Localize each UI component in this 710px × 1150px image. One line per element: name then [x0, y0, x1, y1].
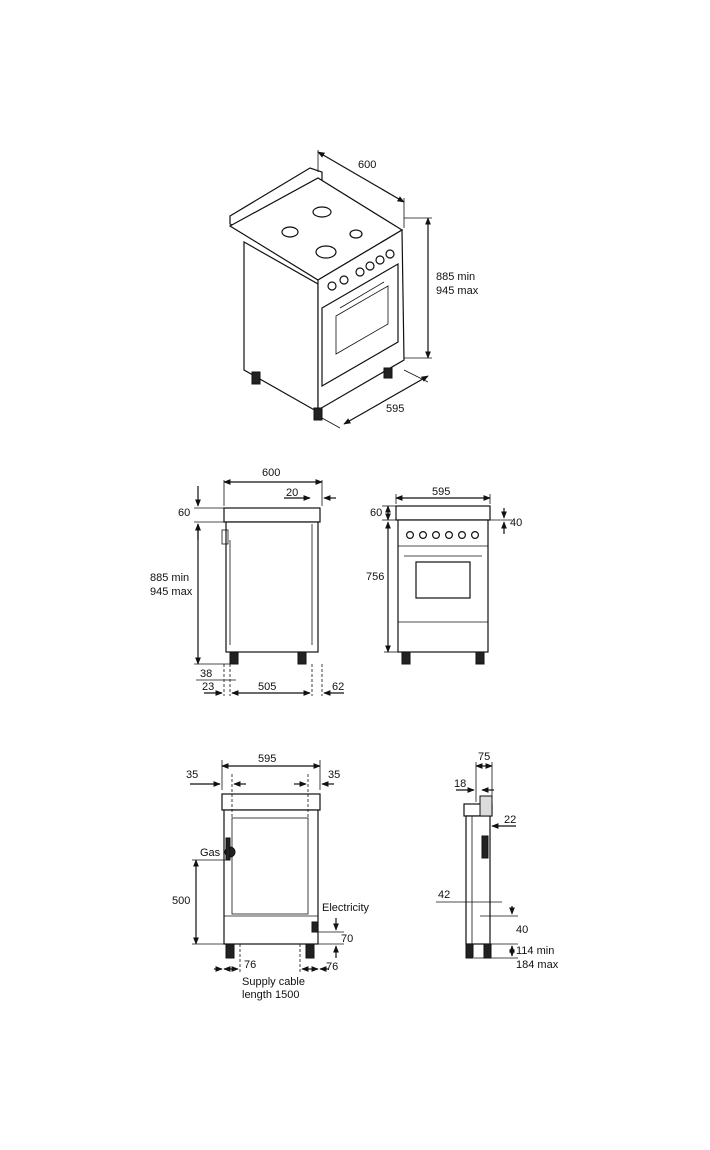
rs-22-label: 22: [504, 814, 516, 826]
rear-cable-line2: length 1500: [242, 989, 300, 1001]
rear-cable-line1: Supply cable: [242, 976, 305, 988]
front-control-knobs: [406, 530, 480, 539]
iso-width-label: 600: [358, 159, 376, 171]
rear-electricity-label: Electricity: [322, 902, 370, 914]
iso-depth-label: 595: [386, 403, 404, 415]
side-offset-label: 20: [286, 487, 298, 499]
front-width-label: 595: [432, 486, 450, 498]
rear-right-76-label: 76: [326, 961, 338, 973]
side-62-label: 62: [332, 681, 344, 693]
rs-42-label: 42: [438, 889, 450, 901]
side-top-height-label: 60: [178, 507, 190, 519]
rear-side-view: 75 18 22 42 40 114 min 184 max: [436, 751, 559, 971]
front-oven-window: [415, 561, 471, 599]
side-505-label: 505: [258, 681, 276, 693]
side-height-max-label: 945 max: [150, 586, 193, 598]
side-23-label: 23: [202, 681, 214, 693]
rs-75-label: 75: [478, 751, 490, 763]
burner-icon: [315, 245, 337, 259]
rear-left-76-label: 76: [244, 959, 256, 971]
oven-door: [321, 262, 399, 388]
rear-view: 595 35 35 Gas 500 Electricity 70 76 76 S…: [172, 753, 370, 1001]
front-view: 595 60 40 756: [366, 486, 522, 665]
rs-min-label: 114 min: [516, 945, 554, 957]
rear-left-35-label: 35: [186, 769, 198, 781]
side-38-label: 38: [200, 668, 212, 680]
side-view: 600 20 60 885 min 945 max 38 23 505 62: [150, 467, 344, 696]
side-height-min-label: 885 min: [150, 572, 189, 584]
control-knobs: [327, 249, 395, 291]
rear-width-label: 595: [258, 753, 276, 765]
oven-window: [335, 285, 389, 355]
side-depth-label: 600: [262, 467, 280, 479]
rear-500-label: 500: [172, 895, 190, 907]
burner-icon: [349, 229, 363, 239]
iso-height-min-label: 885 min: [436, 271, 475, 283]
burner-icon: [312, 206, 332, 218]
front-top-height-label: 60: [370, 507, 382, 519]
rs-40-label: 40: [516, 924, 528, 936]
electricity-connection-icon: [311, 921, 319, 933]
rear-right-35-label: 35: [328, 769, 340, 781]
rs-18-label: 18: [454, 778, 466, 790]
isometric-view: 600 885 min 945 max 595: [228, 150, 479, 429]
rear-gas-label: Gas: [200, 847, 221, 859]
front-height-label: 756: [366, 571, 384, 583]
front-panel-offset-label: 40: [510, 517, 522, 529]
burner-icon: [281, 226, 299, 238]
iso-height-max-label: 945 max: [436, 285, 479, 297]
rear-70-label: 70: [341, 933, 353, 945]
rs-max-label: 184 max: [516, 959, 559, 971]
